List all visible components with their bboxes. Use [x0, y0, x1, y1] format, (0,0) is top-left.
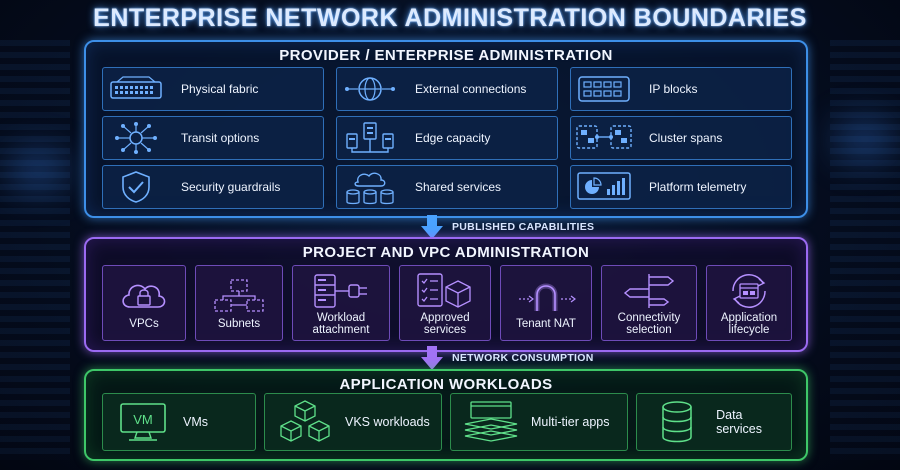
provider-item-shared-services[interactable]: Shared services [336, 165, 558, 209]
provider-item-external-connections[interactable]: External connections [336, 67, 558, 111]
page-title: ENTERPRISE NETWORK ADMINISTRATION BOUNDA… [93, 4, 807, 32]
provider-item-platform-telemetry[interactable]: Platform telemetry [570, 165, 792, 209]
workloads-panel: APPLICATION WORKLOADS VM VMs VKS workloa… [84, 369, 808, 461]
background-glow [835, 120, 895, 160]
item-label: Approved services [420, 312, 470, 336]
switch-icon [103, 74, 169, 104]
item-label: Shared services [415, 180, 502, 194]
workload-item-vks-workloads[interactable]: VKS workloads [264, 393, 442, 451]
project-item-application-lifecycle[interactable]: Application lifecycle [706, 265, 792, 341]
project-panel-title: PROJECT AND VPC ADMINISTRATION [302, 244, 590, 261]
project-item-workload-attachment[interactable]: Workload attachment [292, 265, 390, 341]
vm-badge-text: VM [133, 412, 153, 427]
provider-item-edge-capacity[interactable]: Edge capacity [336, 116, 558, 160]
item-label: External connections [415, 82, 527, 96]
background-server-rack-right [830, 40, 900, 460]
item-label: Application lifecycle [720, 312, 778, 336]
item-label: Data services [716, 408, 762, 436]
workload-item-multi-tier-apps[interactable]: Multi-tier apps [450, 393, 628, 451]
connector-label: PUBLISHED CAPABILITIES [452, 221, 595, 233]
workload-item-data-services[interactable]: Data services [636, 393, 792, 451]
item-label: IP blocks [649, 82, 698, 96]
provider-item-security-guardrails[interactable]: Security guardrails [102, 165, 324, 209]
item-label: Physical fabric [181, 82, 259, 96]
vm-monitor-icon: VM [103, 400, 183, 444]
item-label: Edge capacity [415, 131, 491, 145]
project-item-subnets[interactable]: Subnets [195, 265, 283, 341]
item-label: Platform telemetry [649, 180, 747, 194]
item-label: Workload attachment [312, 312, 370, 336]
cluster-span-icon [571, 121, 637, 155]
dashboard-chart-icon [571, 170, 637, 204]
connector-published-capabilities: PUBLISHED CAPABILITIES [420, 214, 594, 240]
arrow-down-icon [421, 346, 443, 370]
project-item-approved-services[interactable]: Approved services [399, 265, 491, 341]
cloud-lock-icon [118, 276, 170, 318]
project-item-vpcs[interactable]: VPCs [102, 265, 186, 341]
provider-item-transit-options[interactable]: Transit options [102, 116, 324, 160]
checklist-box-icon [414, 270, 476, 312]
provider-panel-title: PROVIDER / ENTERPRISE ADMINISTRATION [279, 47, 613, 64]
server-plug-icon [309, 270, 373, 312]
workloads-panel-title: APPLICATION WORKLOADS [339, 376, 553, 393]
item-label: VMs [183, 415, 208, 429]
lifecycle-icon [723, 270, 775, 312]
database-cloud-icon [337, 168, 403, 206]
project-panel: PROJECT AND VPC ADMINISTRATION VPCs Subn… [84, 237, 808, 352]
ip-grid-icon [571, 74, 637, 104]
connector-label: NETWORK CONSUMPTION [452, 352, 594, 364]
item-label: VKS workloads [345, 415, 430, 429]
provider-item-physical-fabric[interactable]: Physical fabric [102, 67, 324, 111]
background-server-rack-left [0, 40, 70, 460]
signpost-icon [618, 270, 680, 312]
provider-item-ip-blocks[interactable]: IP blocks [570, 67, 792, 111]
arrow-down-icon [421, 215, 443, 239]
item-label: VPCs [129, 318, 159, 330]
workload-item-vms[interactable]: VM VMs [102, 393, 256, 451]
item-label: Multi-tier apps [531, 415, 610, 429]
layers-icon [451, 399, 531, 445]
item-label: Connectivity selection [617, 312, 681, 336]
edge-servers-icon [337, 120, 403, 156]
project-item-tenant-nat[interactable]: Tenant NAT [500, 265, 592, 341]
item-label: Cluster spans [649, 131, 723, 145]
item-label: Subnets [217, 318, 261, 330]
subnet-icon [209, 276, 269, 318]
background-glow [8, 150, 68, 190]
shield-check-icon [103, 169, 169, 205]
item-label: Tenant NAT [516, 318, 576, 330]
project-item-connectivity-selection[interactable]: Connectivity selection [601, 265, 697, 341]
item-label: Security guardrails [181, 180, 281, 194]
globe-icon [337, 72, 403, 106]
database-icon [637, 399, 716, 445]
connector-network-consumption: NETWORK CONSUMPTION [420, 345, 594, 371]
provider-item-cluster-spans[interactable]: Cluster spans [570, 116, 792, 160]
hub-icon [103, 120, 169, 156]
cubes-icon [265, 399, 345, 445]
nat-arc-icon [515, 276, 577, 318]
provider-panel: PROVIDER / ENTERPRISE ADMINISTRATION Phy… [84, 40, 808, 218]
item-label: Transit options [181, 131, 260, 145]
